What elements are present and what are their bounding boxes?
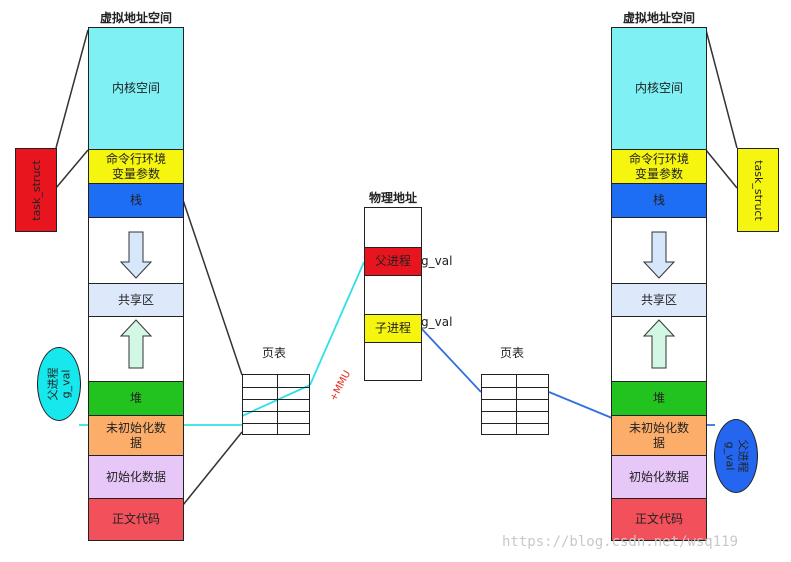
seg-label: 初始化数据	[105, 469, 166, 484]
bubble-line2: g_val	[59, 369, 72, 399]
cyan-mapping-line-b	[241, 384, 311, 417]
seg-label: 栈	[129, 193, 142, 207]
bubble-line1: 父进程	[736, 439, 749, 473]
bubble-line2: g_val	[723, 441, 736, 471]
blue-mapping-line-b	[548, 391, 613, 419]
up-arrow-left	[119, 319, 153, 369]
seg-label: 共享区	[640, 292, 677, 307]
seg-text: 正文代码	[89, 498, 183, 540]
physical-parent-gval: g_val	[421, 254, 453, 268]
seg-kernel-space: 内核空间	[89, 28, 183, 149]
seg-label: 堆	[129, 391, 142, 405]
seg-label: 内核空间	[634, 81, 683, 95]
seg-heap: 堆	[612, 381, 706, 415]
task-struct-right-bottom-line	[705, 149, 738, 189]
seg-label: 内核空间	[111, 81, 160, 95]
seg-gap-upper	[89, 217, 183, 283]
seg-text: 正文代码	[612, 498, 706, 540]
seg-cmdline-env: 命令行环境 变量参数	[612, 149, 706, 183]
left-virtual-space-title: 虚拟地址空间	[99, 11, 172, 25]
seg-stack: 栈	[612, 183, 706, 217]
physical-child-block: 子进程	[365, 314, 421, 343]
down-arrow-right	[642, 231, 676, 279]
seg-label: 初始化数据	[628, 469, 689, 484]
watermark: https://blog.csdn.net/wsq119	[502, 534, 739, 550]
left-page-table-label: 页表	[262, 346, 287, 360]
physical-parent-label: 父进程	[374, 254, 411, 268]
seg-gap-lower	[612, 316, 706, 381]
seg-label: 命令行环境 变量参数	[105, 151, 166, 181]
physical-child-gval: g_val	[421, 315, 453, 329]
seg-shared: 共享区	[89, 283, 183, 316]
right-virtual-space-title: 虚拟地址空间	[622, 11, 695, 25]
seg-gap-upper	[612, 217, 706, 283]
physical-address-title: 物理地址	[368, 191, 417, 205]
seg-label: 共享区	[117, 292, 154, 307]
task-struct-left-bottom-line	[55, 149, 89, 189]
seg-data: 初始化数据	[612, 455, 706, 498]
right-page-table-label: 页表	[500, 346, 525, 360]
seg-label: 正文代码	[634, 512, 683, 526]
stack-to-left-pagetable-line	[182, 199, 243, 376]
left-task-struct-box: task_struct	[15, 148, 57, 232]
seg-stack: 栈	[89, 183, 183, 217]
seg-label: 栈	[652, 193, 665, 207]
right-page-table	[481, 374, 549, 435]
physical-child-label: 子进程	[374, 321, 411, 335]
down-arrow-left	[119, 231, 153, 279]
bubble-line1: 父进程	[46, 367, 59, 401]
right-task-struct-label: task_struct	[751, 159, 765, 221]
seg-bss: 未初始化数 据	[89, 415, 183, 455]
right-virtual-address-column: 内核空间 命令行环境 变量参数 栈 共享区 堆 未初始化数 据 初始化数据 正文…	[611, 27, 707, 541]
seg-label: 未初始化数 据	[105, 420, 166, 450]
seg-data: 初始化数据	[89, 455, 183, 498]
seg-label: 正文代码	[111, 512, 160, 526]
cyan-mapping-line-c	[309, 261, 365, 386]
seg-label: 堆	[652, 391, 665, 405]
task-struct-left-top-line	[55, 29, 89, 149]
left-virtual-address-column: 内核空间 命令行环境 变量参数 栈 共享区 堆 未初始化数 据 初始化数据 正文…	[88, 27, 184, 541]
seg-bss: 未初始化数 据	[612, 415, 706, 455]
physical-memory-column: 父进程 子进程	[364, 207, 422, 381]
left-page-table	[242, 374, 310, 435]
blue-mapping-line-a	[420, 327, 482, 393]
right-task-struct-box: task_struct	[737, 148, 779, 232]
seg-gap-lower	[89, 316, 183, 381]
seg-shared: 共享区	[612, 283, 706, 316]
left-task-struct-label: task_struct	[29, 159, 43, 221]
seg-label: 未初始化数 据	[628, 420, 689, 450]
seg-cmdline-env: 命令行环境 变量参数	[89, 149, 183, 183]
seg-heap: 堆	[89, 381, 183, 415]
seg-label: 命令行环境 变量参数	[628, 151, 689, 181]
physical-parent-block: 父进程	[365, 247, 421, 276]
task-struct-right-top-line	[705, 29, 738, 149]
up-arrow-right	[642, 319, 676, 369]
text-to-left-pagetable-line	[182, 431, 243, 506]
seg-kernel-space: 内核空间	[612, 28, 706, 149]
